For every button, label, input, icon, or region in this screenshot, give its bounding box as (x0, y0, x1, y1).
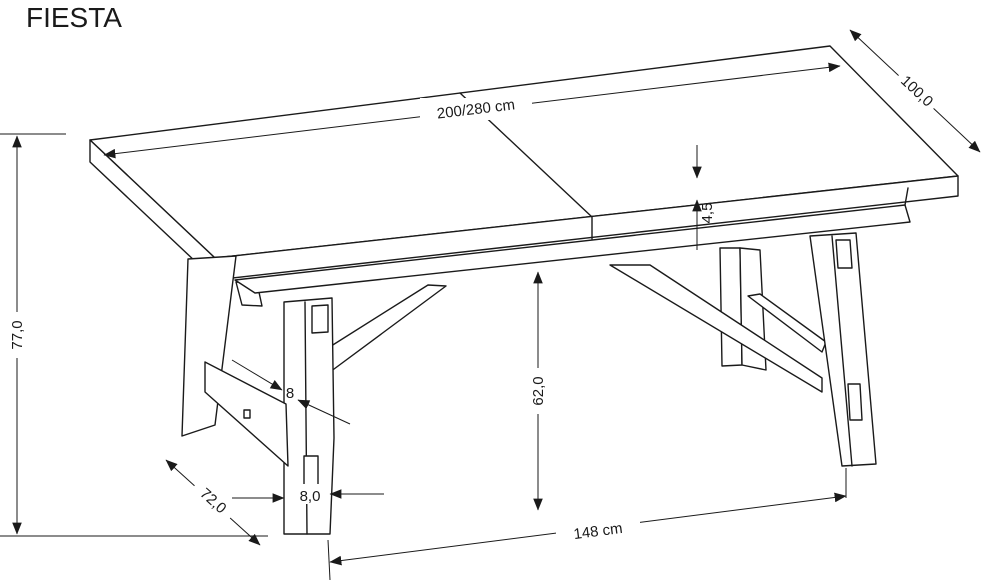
dim-leg-width: 8,0 (232, 484, 384, 505)
dim-leg-span: 148 cm (327, 468, 847, 580)
front-leg-right (809, 232, 877, 467)
diagonal-brace-right (609, 264, 827, 393)
dim-clearance-height: 62,0 (528, 271, 550, 511)
dim-clearance-height-label: 62,0 (530, 376, 547, 405)
dim-leg-width-label: 8,0 (300, 488, 321, 505)
dim-length: 200/280 cm (103, 62, 841, 159)
dim-total-height: 77,0 (0, 133, 268, 537)
dim-leg-thickness-label: 8 (286, 385, 294, 402)
dim-leg-thickness: 8 (231, 359, 351, 425)
dim-top-thickness-label: 4,5 (699, 203, 716, 224)
dim-total-height-label: 77,0 (9, 320, 26, 349)
product-title: FIESTA (26, 2, 122, 33)
dim-leg-span-label: 148 cm (573, 520, 624, 543)
diagonal-brace-left (327, 284, 447, 373)
dim-top-thickness: 4,5 (692, 145, 716, 250)
dim-leg-depth: 72,0 (165, 459, 261, 546)
